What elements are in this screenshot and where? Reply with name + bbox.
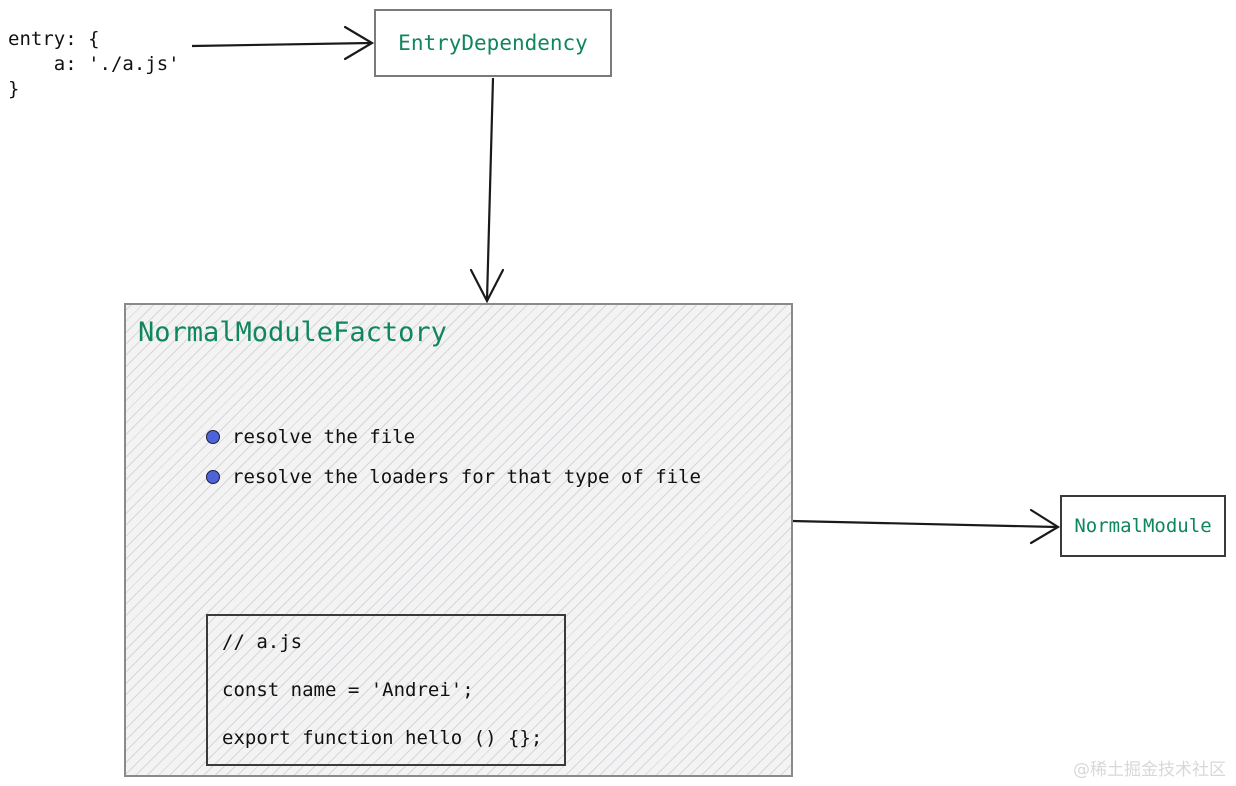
bullet-dot-icon	[206, 430, 220, 444]
entry-config-snippet: entry: { a: './a.js' }	[8, 28, 180, 100]
node-normal-module[interactable]: NormalModule	[1060, 495, 1226, 557]
code-line: // a.js	[222, 631, 303, 653]
watermark: @稀土掘金技术社区	[1073, 760, 1226, 780]
node-normal-module-label: NormalModule	[1074, 515, 1212, 537]
edge-entry-to-entrydependency	[191, 25, 375, 61]
node-entry-dependency-label: EntryDependency	[398, 31, 588, 55]
normal-module-factory-title: NormalModuleFactory	[138, 317, 447, 348]
code-line: const name = 'Andrei';	[222, 679, 474, 701]
step-resolve-loaders-label: resolve the loaders for that type of fil…	[232, 466, 701, 488]
step-resolve-file[interactable]: resolve the file	[206, 417, 701, 457]
step-resolve-loaders[interactable]: resolve the loaders for that type of fil…	[206, 457, 701, 497]
bullet-dot-icon	[206, 470, 220, 484]
edge-entrydependency-to-factory	[469, 77, 505, 304]
edge-factory-to-normalmodule	[791, 508, 1061, 545]
code-block-a-js: // a.js const name = 'Andrei'; export fu…	[206, 614, 566, 766]
factory-step-list: resolve the file resolve the loaders for…	[206, 417, 701, 497]
step-resolve-file-label: resolve the file	[232, 426, 416, 448]
code-line: export function hello () {};	[222, 727, 543, 749]
node-normal-module-factory[interactable]: NormalModuleFactory resolve the file res…	[124, 303, 793, 777]
node-entry-dependency[interactable]: EntryDependency	[374, 9, 612, 77]
